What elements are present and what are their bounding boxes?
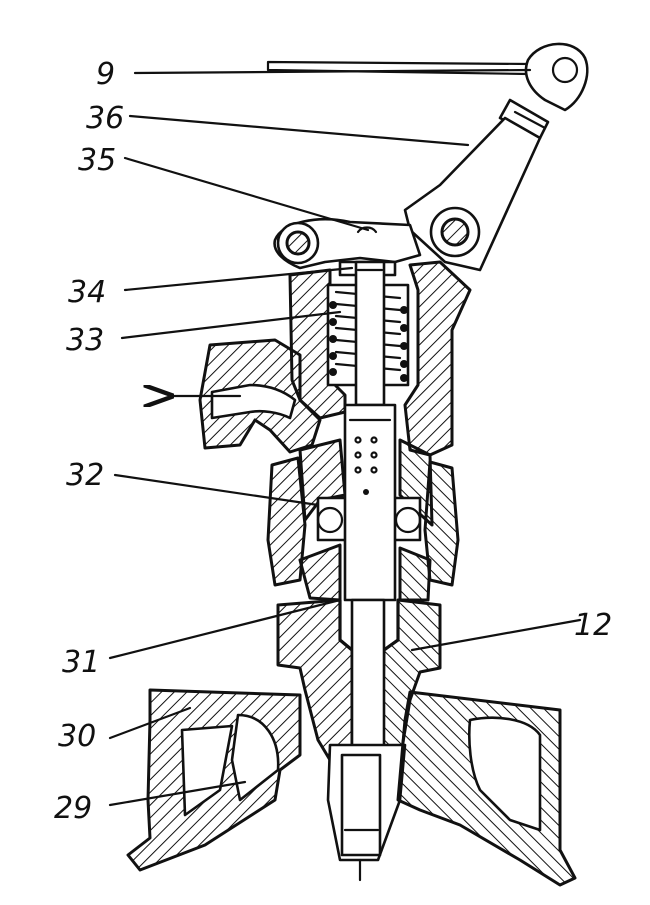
callout-35: 35	[78, 143, 116, 178]
callout-36: 36	[86, 101, 124, 136]
lever-arm	[266, 42, 589, 272]
callout-32: 32	[66, 458, 104, 493]
rocker-cap	[273, 218, 422, 270]
spring-assembly	[326, 260, 410, 407]
callout-30: 30	[58, 719, 96, 754]
base-funnel	[126, 688, 577, 887]
callout-34: 34	[68, 275, 106, 310]
coupling-nut	[266, 403, 460, 602]
callout-9: 9	[96, 57, 115, 92]
callout-29: 29	[54, 791, 92, 826]
callout-labels: 9 36 35 34 33 32 31 12 30 29	[54, 57, 612, 826]
callout-12: 12	[574, 608, 612, 643]
spring-coil-dots	[329, 301, 408, 382]
callout-31: 31	[62, 645, 100, 680]
upper-body	[172, 260, 472, 457]
leader-lines	[108, 68, 582, 807]
callout-33: 33	[66, 323, 104, 358]
tube-perforations	[354, 436, 378, 495]
